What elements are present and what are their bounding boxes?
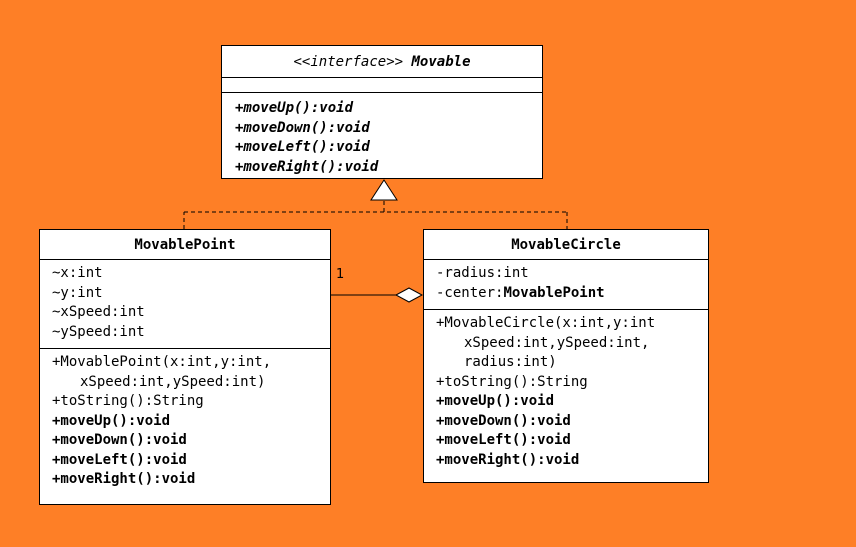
class-operation: +moveDown():void [436,412,571,429]
constructor-line: radius:int) [464,354,557,370]
class-operation: +moveDown():void [52,432,187,448]
class-attribute: -center:MovablePoint [436,284,698,304]
to-string-operation: +toString():String [436,373,588,390]
movable-point-attributes: ~x:int ~y:int ~xSpeed:int ~ySpeed:int [40,260,330,349]
interface-attributes-empty [222,78,542,93]
constructor-line: xSpeed:int,ySpeed:int, [464,334,650,351]
class-attribute: ~y:int [52,284,103,301]
movable-circle-class-box: MovableCircle -radius:int -center:Movabl… [423,229,709,483]
realization-arrowhead [370,179,398,201]
class-attribute: ~ySpeed:int [52,323,145,340]
constructor-line: xSpeed:int,ySpeed:int) [80,373,266,390]
to-string-operation: +toString():String [52,393,204,409]
movable-point-operations: +MovablePoint(x:int,y:int, xSpeed:int,yS… [40,349,330,496]
class-attribute: ~xSpeed:int [52,304,145,320]
interface-operation: +moveDown():void [235,119,370,136]
movable-circle-operations: +MovableCircle(x:int,y:int xSpeed:int,yS… [424,310,708,476]
interface-operation: +moveUp():void [235,100,354,116]
association-multiplicity: 1 [336,267,345,282]
movable-circle-attributes: -radius:int -center:MovablePoint [424,260,708,310]
movable-circle-header: MovableCircle [424,230,708,260]
class-operation: +moveLeft():void [436,432,571,448]
interface-header: <<interface>> Movable [222,46,542,78]
class-operation: +moveLeft():void [52,451,187,468]
class-attribute: -radius:int [436,265,529,281]
class-operation: +moveRight():void [436,451,580,468]
constructor-line: +MovableCircle(x:int,y:int [436,315,656,331]
center-attribute-prefix: -center: [436,284,504,301]
interface-operations: +moveUp():void +moveDown():void +moveLef… [222,93,542,183]
interface-operation: +moveLeft():void [235,139,370,155]
center-attribute-type: MovablePoint [503,284,605,301]
class-operation: +moveUp():void [52,412,171,429]
interface-stereotype: <<interface>> [293,54,404,70]
class-attribute: ~x:int [52,265,103,281]
interface-operation: +moveRight():void [235,158,379,175]
interface-name: Movable [411,54,471,70]
class-operation: +moveUp():void [436,393,555,409]
class-operation: +moveRight():void [52,471,196,487]
constructor-line: +MovablePoint(x:int,y:int, [52,354,272,370]
movable-interface-box: <<interface>> Movable +moveUp():void +mo… [221,45,543,179]
realization-connector [183,200,568,229]
movable-point-header: MovablePoint [40,230,330,260]
movable-point-class-box: MovablePoint ~x:int ~y:int ~xSpeed:int ~… [39,229,331,505]
aggregation-diamond [394,287,424,303]
